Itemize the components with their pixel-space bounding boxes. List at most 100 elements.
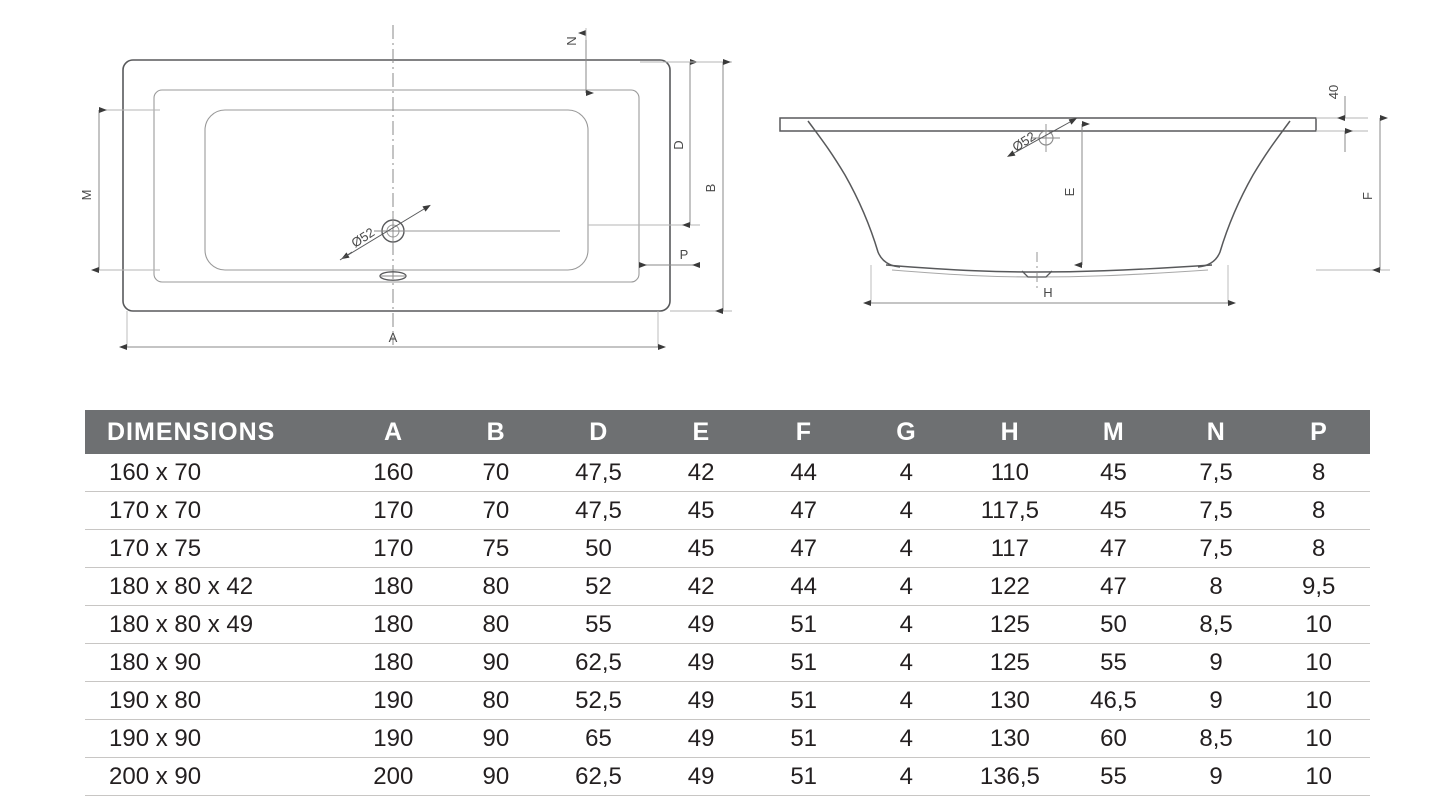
- table-cell-p: 10: [1267, 643, 1370, 682]
- table-cell-m: 45: [1062, 491, 1165, 530]
- table-cell-p: 10: [1267, 681, 1370, 720]
- technical-drawing: Ø52 M A N D: [79, 25, 1390, 350]
- drain-label-section: Ø52: [1009, 129, 1038, 155]
- table-cell-h: 136,5: [957, 757, 1063, 796]
- table-cell-g: 4: [854, 529, 958, 568]
- table-cell-m: 47: [1062, 567, 1165, 606]
- table-cell-e: 49: [649, 643, 753, 682]
- table-cell-b: 80: [444, 605, 548, 644]
- table-cell-m: 55: [1062, 757, 1165, 796]
- table-cell-f: 51: [752, 643, 855, 682]
- table-cell-model: 170 x 75: [85, 529, 342, 568]
- table-cell-h: 125: [957, 643, 1063, 682]
- table-cell-n: 8,5: [1164, 719, 1268, 758]
- table-cell-n: 7,5: [1164, 491, 1268, 530]
- bath-wall-left: [807, 120, 901, 268]
- table-header-a: A: [342, 410, 445, 454]
- table-cell-model: 160 x 70: [85, 454, 342, 492]
- table-cell-h: 117: [957, 529, 1063, 568]
- dimension-E-label: E: [1062, 187, 1077, 196]
- table-cell-p: 8: [1267, 454, 1370, 492]
- table-cell-m: 55: [1062, 643, 1165, 682]
- table-cell-n: 9: [1164, 757, 1268, 796]
- bath-rim-inner-outline: [153, 89, 640, 283]
- table-cell-d: 62,5: [547, 643, 650, 682]
- table-cell-n: 8,5: [1164, 605, 1268, 644]
- dimension-P-label: P: [680, 247, 689, 262]
- table-cell-a: 160: [342, 454, 445, 492]
- table-header-n: N: [1164, 410, 1268, 454]
- top-view: Ø52 M A N D: [79, 25, 732, 350]
- table-cell-d: 47,5: [547, 491, 650, 530]
- dimension-E: E: [1062, 121, 1090, 268]
- table-cell-g: 4: [854, 719, 958, 758]
- table-header-g: G: [854, 410, 958, 454]
- dimension-H: H: [863, 265, 1236, 306]
- table-cell-g: 4: [854, 681, 958, 720]
- table-cell-e: 49: [649, 681, 753, 720]
- bath-floor-profile: [885, 264, 1213, 273]
- table-cell-g: 4: [854, 454, 958, 492]
- table-cell-a: 180: [342, 567, 445, 606]
- table-cell-b: 80: [444, 567, 548, 606]
- table-cell-d: 52: [547, 567, 650, 606]
- table-cell-h: 122: [957, 567, 1063, 606]
- table-cell-f: 51: [752, 757, 855, 796]
- section-view: Ø52 E H 40 F: [779, 85, 1390, 306]
- table-cell-model: 200 x 90: [85, 757, 342, 796]
- dimension-A-label: A: [389, 330, 398, 345]
- table-header-d: D: [547, 410, 650, 454]
- table-cell-n: 7,5: [1164, 454, 1268, 492]
- table-cell-f: 51: [752, 719, 855, 758]
- table-cell-e: 42: [649, 567, 753, 606]
- table-cell-a: 200: [342, 757, 445, 796]
- table-header-b: B: [444, 410, 548, 454]
- bath-well-outline: [204, 109, 589, 271]
- dimension-N: N: [564, 28, 594, 96]
- bath-wall-right: [1197, 120, 1291, 268]
- drain-label-top: Ø52: [348, 225, 377, 251]
- table-cell-m: 45: [1062, 454, 1165, 492]
- table-cell-f: 51: [752, 681, 855, 720]
- table-cell-h: 110: [957, 454, 1063, 492]
- table-header-m: M: [1062, 410, 1165, 454]
- dimension-40: 40: [1316, 85, 1368, 152]
- table-cell-m: 50: [1062, 605, 1165, 644]
- table-cell-p: 10: [1267, 757, 1370, 796]
- table-cell-g: 4: [854, 605, 958, 644]
- table-cell-m: 47: [1062, 529, 1165, 568]
- table-cell-g: 4: [854, 491, 958, 530]
- table-cell-n: 8: [1164, 567, 1268, 606]
- table-cell-e: 49: [649, 719, 753, 758]
- drain-symbol-section: [1007, 118, 1077, 157]
- dimension-F: F: [1316, 115, 1390, 273]
- table-cell-b: 80: [444, 681, 548, 720]
- table-cell-a: 170: [342, 529, 445, 568]
- table-cell-a: 180: [342, 643, 445, 682]
- table-cell-h: 130: [957, 719, 1063, 758]
- table-cell-p: 10: [1267, 719, 1370, 758]
- table-cell-e: 49: [649, 605, 753, 644]
- table-cell-model: 190 x 80: [85, 681, 342, 720]
- table-cell-a: 180: [342, 605, 445, 644]
- table-cell-f: 44: [752, 454, 855, 492]
- table-cell-h: 130: [957, 681, 1063, 720]
- dimension-M-label: M: [79, 190, 94, 201]
- dimension-D: D: [588, 59, 700, 228]
- table-cell-n: 9: [1164, 643, 1268, 682]
- table-cell-model: 180 x 90: [85, 643, 342, 682]
- table-cell-model: 170 x 70: [85, 491, 342, 530]
- dimension-B-label: B: [703, 184, 718, 193]
- dimension-D-label: D: [671, 140, 686, 149]
- table-cell-p: 8: [1267, 529, 1370, 568]
- table-cell-g: 4: [854, 567, 958, 606]
